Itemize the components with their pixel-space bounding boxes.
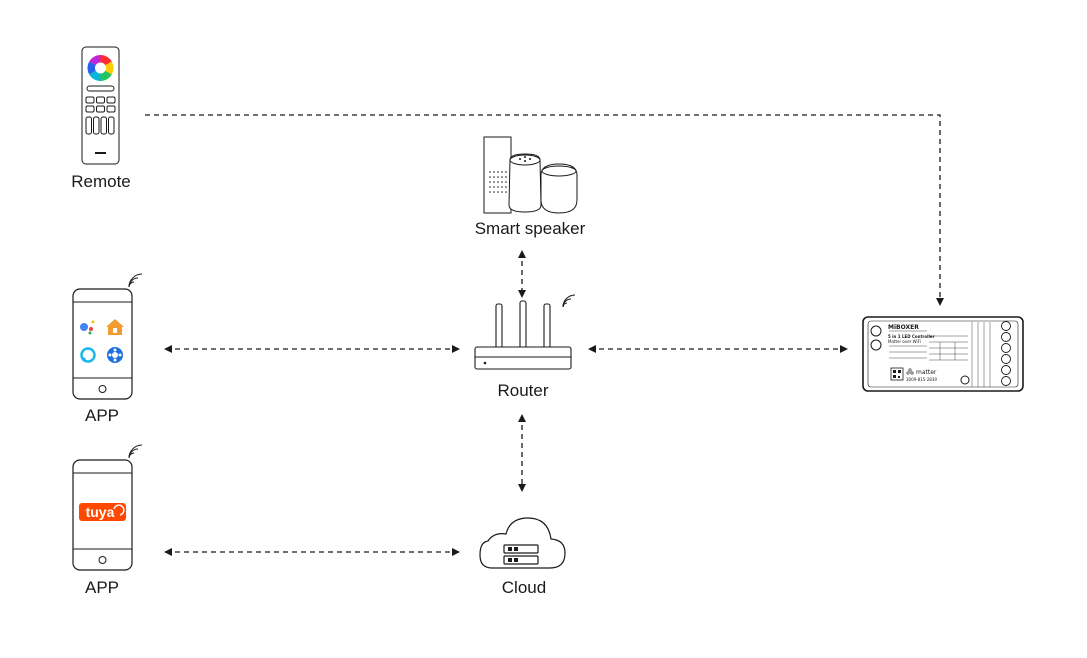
cloud-label: Cloud xyxy=(501,578,547,597)
app-home-label: APP xyxy=(84,406,120,425)
smartphone-app-home xyxy=(72,273,143,400)
controller-product-text: 5 in 1 LED Controller xyxy=(888,334,935,339)
app-tuya-label: APP xyxy=(84,578,120,597)
color-wheel-icon xyxy=(87,55,114,81)
smart-speaker-label: Smart speaker xyxy=(474,219,586,238)
server-icon xyxy=(503,544,539,565)
wifi-signal-icon xyxy=(128,273,143,288)
led-controller: MiBOXER 5 in 1 LED Controller Matter ove… xyxy=(862,316,1024,392)
matter-logo-icon xyxy=(906,368,914,375)
router-label: Router xyxy=(497,381,549,400)
tuya-logo: tuya xyxy=(79,503,126,521)
matter-logo-text: matter xyxy=(916,369,937,376)
cloud-icon xyxy=(479,517,566,569)
connector-remote-controller xyxy=(145,114,944,306)
apple-home-icon xyxy=(106,319,124,335)
alexa-icon xyxy=(80,347,96,363)
remote-label: Remote xyxy=(71,172,131,191)
controller-terminals xyxy=(1001,321,1011,386)
controller-protocol-text: Matter over WiFi xyxy=(888,339,921,344)
qr-code-icon xyxy=(890,367,904,381)
smartphone-app-tuya: tuya xyxy=(72,444,143,571)
google-assistant-icon xyxy=(80,320,95,335)
smart-speaker-icon xyxy=(483,136,578,214)
controller-brand-text: MiBOXER xyxy=(888,324,919,331)
wifi-signal-icon xyxy=(562,294,576,308)
wifi-signal-icon xyxy=(128,444,143,459)
remote-device xyxy=(81,46,120,165)
smartthings-icon xyxy=(107,347,123,363)
tuya-logo-text: tuya xyxy=(86,504,115,520)
router-icon xyxy=(474,294,576,370)
connections xyxy=(145,114,944,556)
controller-code-text: 3009-815-2839 xyxy=(906,377,937,382)
